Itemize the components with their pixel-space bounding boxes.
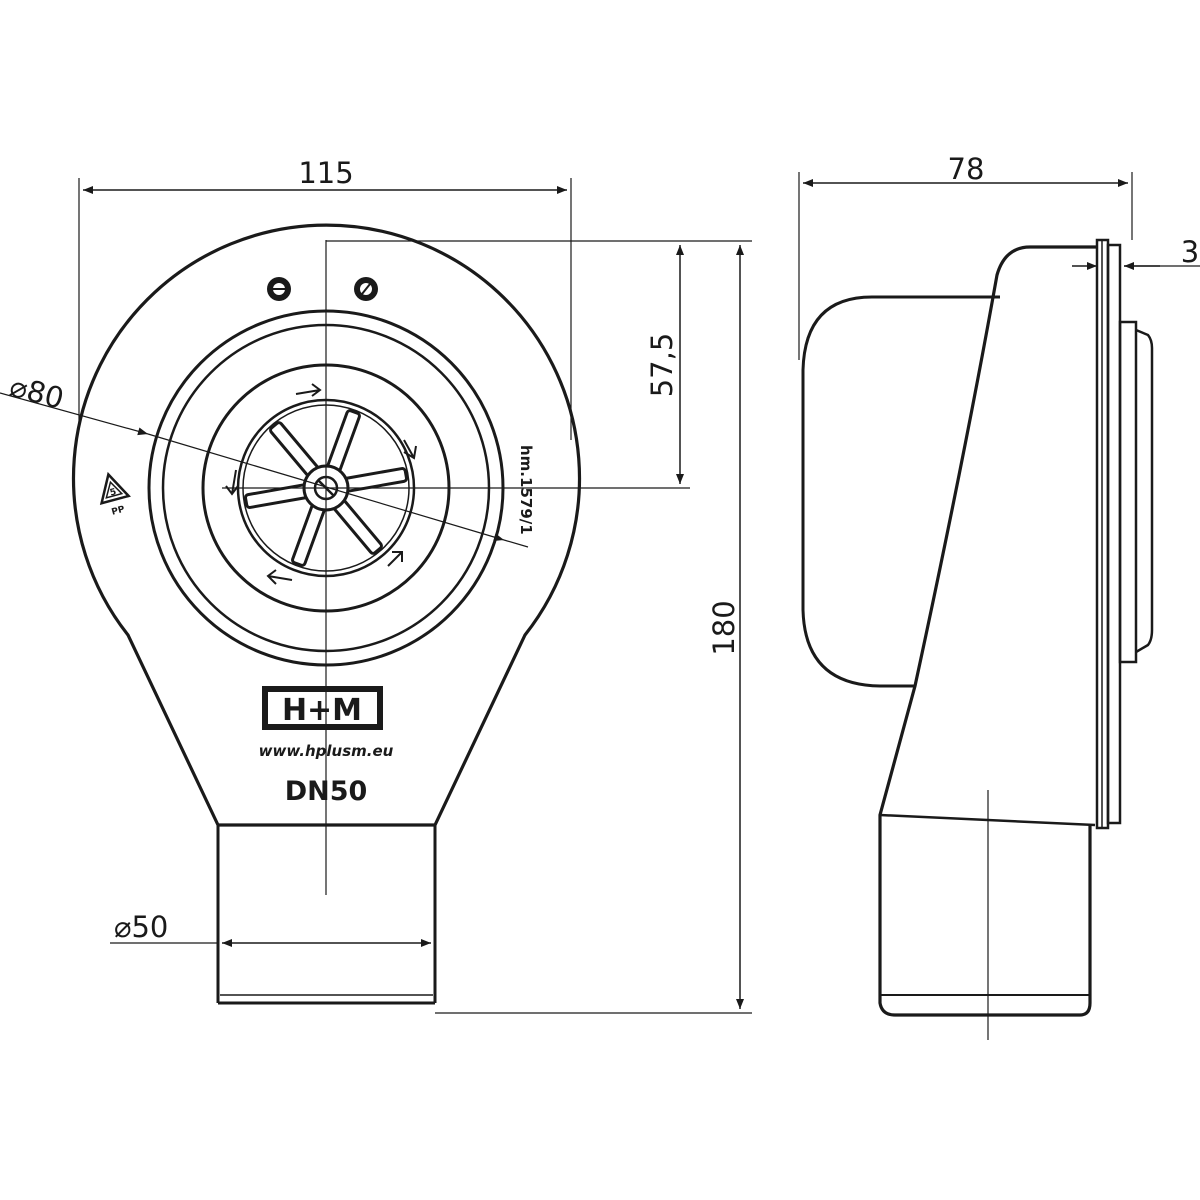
svg-text:5: 5 xyxy=(109,487,118,498)
front-body-outline xyxy=(71,223,582,827)
side-front-plate xyxy=(1118,320,1154,664)
svg-text:78: 78 xyxy=(948,152,985,186)
side-flange xyxy=(1095,238,1122,830)
recycling-triangle-icon: 5 PP xyxy=(99,471,131,518)
rotation-arrows xyxy=(225,383,417,585)
front-centerlines xyxy=(222,240,690,895)
svg-text:3: 3 xyxy=(1181,235,1199,269)
svg-text:PP: PP xyxy=(111,505,127,518)
dimension-57-5: 57,5 xyxy=(326,240,752,484)
side-view xyxy=(801,238,1154,1040)
svg-text:180: 180 xyxy=(707,600,741,655)
screw-left xyxy=(267,277,291,301)
dimension-115: 115 xyxy=(78,156,572,440)
svg-text:115: 115 xyxy=(298,156,353,190)
dimension-78: 78 xyxy=(798,152,1133,360)
brand-logo: H+M xyxy=(262,686,383,730)
svg-text:⌀50: ⌀50 xyxy=(114,910,168,944)
screw-right xyxy=(354,277,378,301)
front-outlet-pipe xyxy=(216,823,437,1005)
svg-text:⌀80: ⌀80 xyxy=(6,369,67,416)
svg-text:57,5: 57,5 xyxy=(645,333,679,398)
side-back-cap xyxy=(801,295,1000,688)
grate-spokes xyxy=(243,409,409,567)
svg-text:H+M: H+M xyxy=(282,693,362,728)
side-body-outline xyxy=(878,245,1097,1017)
dimension-180: 180 xyxy=(435,245,752,1014)
dimension-diameter-50: ⌀50 xyxy=(110,910,431,947)
dimension-3: 3 xyxy=(1072,235,1200,270)
side-marking: hm.1579/1 xyxy=(517,445,535,535)
